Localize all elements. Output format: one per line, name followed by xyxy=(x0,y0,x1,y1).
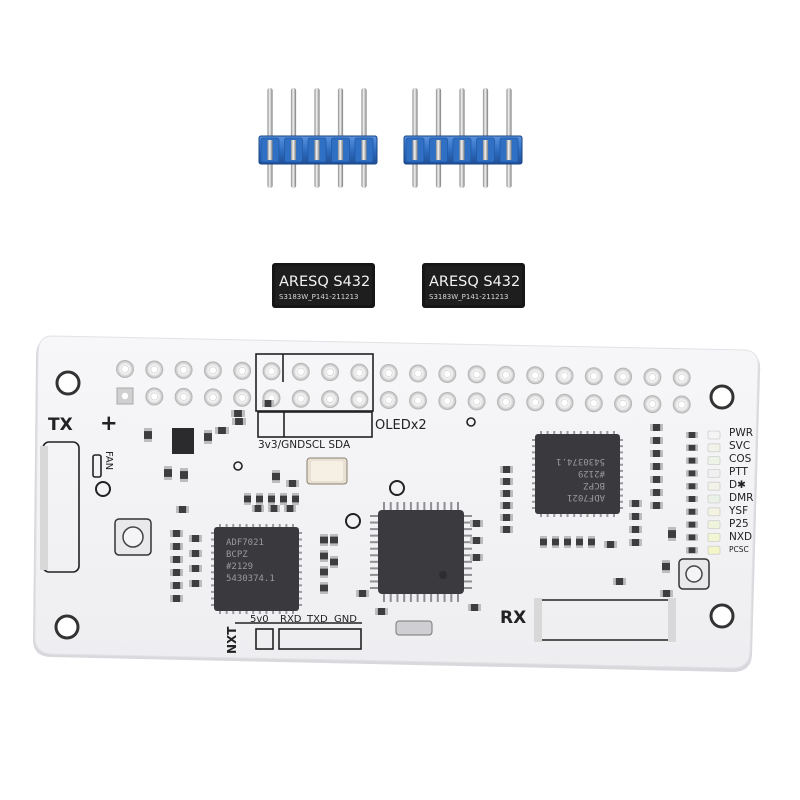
status-dmr: DMR xyxy=(729,492,754,504)
push-button-right xyxy=(678,558,710,590)
header-labels: 3v3/GNDSCL SDA xyxy=(258,439,351,451)
status-pwr: PWR xyxy=(729,427,754,439)
serial-label-5v0: 5v0 xyxy=(250,614,269,625)
chip-left-line-4: 5430374.1 xyxy=(226,574,275,584)
chip-right-marking: ADF7021 BCPZ #2129 5430374.1 xyxy=(551,450,605,502)
mcu-chip xyxy=(378,510,464,594)
module-right-code: S3183W_P141-211213 xyxy=(429,293,509,301)
chip-right-line-1: ADF7021 xyxy=(567,492,605,502)
push-button-left xyxy=(114,518,152,556)
test-points xyxy=(95,417,476,529)
fan-label: FAN xyxy=(103,451,114,471)
mounting-hole xyxy=(54,614,80,640)
plus-label: + xyxy=(100,411,118,435)
module-left xyxy=(272,263,375,308)
status-led xyxy=(707,533,721,542)
status-pcsc: PCSC xyxy=(729,545,749,554)
chip-left-line-2: BCPZ xyxy=(226,550,248,560)
mounting-hole xyxy=(709,603,735,629)
module-left-name: ARESQ S432 xyxy=(279,274,371,290)
pin-header-left xyxy=(258,88,378,188)
status-led xyxy=(707,443,721,453)
status-led xyxy=(707,430,721,440)
smd-components xyxy=(144,400,698,615)
gpio-header-holes xyxy=(116,360,691,414)
status-led xyxy=(707,507,721,517)
status-led xyxy=(707,468,721,478)
crystal-small xyxy=(395,620,433,636)
chip-right-line-2: BCPZ xyxy=(583,480,605,490)
serial-label-rxd: RXD xyxy=(280,614,302,625)
status-led xyxy=(707,456,721,466)
module-right-name: ARESQ S432 xyxy=(429,274,521,290)
tx-label: TX xyxy=(48,415,73,435)
oled-label: OLEDx2 xyxy=(375,418,427,433)
chip-right-line-4: 5430374.1 xyxy=(556,456,605,466)
status-nxd: NXD xyxy=(729,531,753,543)
nxt-label: NXT xyxy=(225,626,239,654)
status-p25: P25 xyxy=(729,518,749,530)
connector-pads xyxy=(40,446,676,642)
crystal xyxy=(306,457,348,485)
chip-left-line-1: ADF7021 xyxy=(226,538,264,548)
serial-label-gnd: GND xyxy=(334,614,357,625)
chip-right-line-3: #2129 xyxy=(577,468,605,478)
pin-header-right xyxy=(403,88,523,188)
serial-label-txd: TXD xyxy=(307,614,328,625)
rf-chip-right xyxy=(535,434,620,514)
status-cos: COS xyxy=(729,453,752,465)
status-dstar: D✱ xyxy=(729,479,746,491)
fan-connector xyxy=(92,454,102,478)
rf-chip-left xyxy=(214,527,299,611)
module-right xyxy=(422,263,525,308)
mounting-hole xyxy=(709,384,735,410)
status-led xyxy=(707,520,721,529)
status-svc: SVC xyxy=(729,440,751,452)
mounting-hole xyxy=(55,370,81,396)
rx-label: RX xyxy=(500,608,527,628)
status-led xyxy=(707,545,721,555)
transistor xyxy=(172,428,194,454)
module-left-code: S3183W_P141-211213 xyxy=(279,293,359,301)
status-led xyxy=(707,494,721,504)
status-ysf: YSF xyxy=(729,505,749,517)
status-led xyxy=(707,481,721,491)
chip-left-line-3: #2129 xyxy=(226,562,254,572)
status-ptt: PTT xyxy=(729,466,748,478)
status-led-column xyxy=(707,430,721,555)
